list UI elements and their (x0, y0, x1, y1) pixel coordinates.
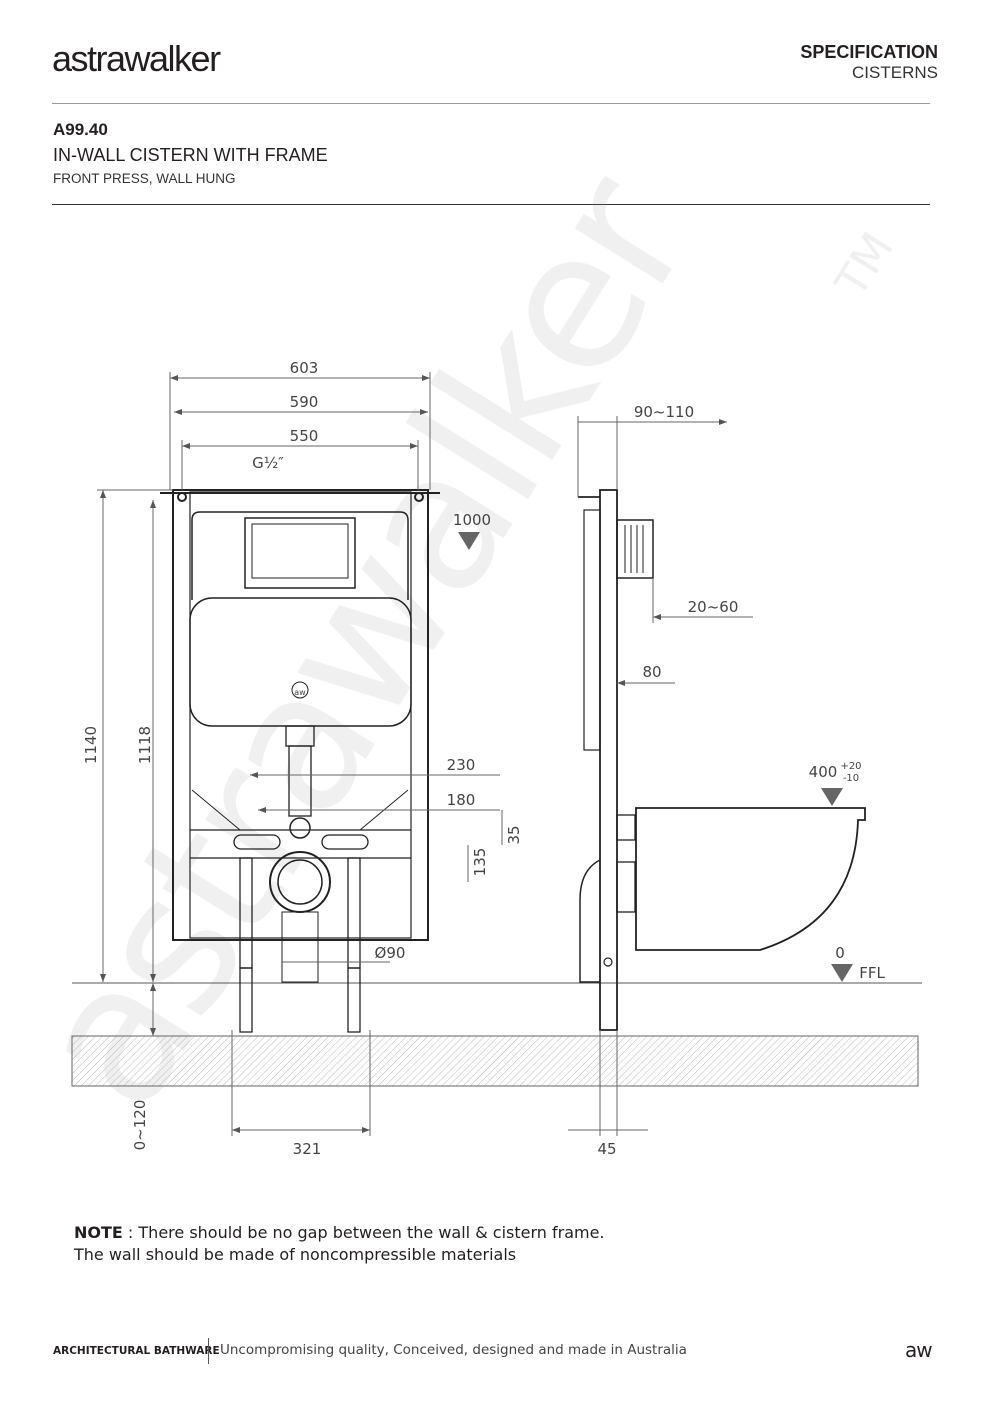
watermark: astrawalker TM (0, 138, 904, 1144)
floor-level-marker-icon (831, 964, 853, 982)
footer-divider (208, 1338, 209, 1364)
category-label: CISTERNS (852, 63, 938, 82)
note-label: NOTE (74, 1223, 123, 1242)
dim-floor-zero: 0 (835, 944, 845, 962)
dim-button: 20~60 (688, 598, 739, 616)
dim-pan-height: 400 (809, 763, 838, 781)
side-view (578, 489, 866, 1031)
front-view (160, 489, 440, 1033)
product-code: A99.40 (53, 120, 108, 139)
dim-80: 80 (642, 663, 661, 681)
product-title: IN-WALL CISTERN WITH FRAME (53, 145, 328, 165)
footer-tagline: Uncompromising quality, Conceived, desig… (220, 1342, 687, 1358)
ffl-label: FFL (859, 964, 885, 982)
section-label: SPECIFICATION (800, 42, 938, 62)
dim-leg-adjust: 0~120 (131, 1100, 149, 1151)
dim-1140: 1140 (82, 726, 100, 764)
side-dimensions (568, 416, 753, 1136)
dim-590: 590 (290, 393, 319, 411)
floor-slab (71, 1035, 919, 1087)
dim-45: 45 (597, 1140, 616, 1158)
dim-321: 321 (293, 1140, 322, 1158)
dim-pan-tol-plus: +20 (840, 761, 861, 772)
title-divider (52, 204, 930, 205)
dim-1000: 1000 (453, 511, 491, 529)
dim-230: 230 (447, 756, 476, 774)
svg-text:TM: TM (826, 224, 904, 307)
footer-left: ARCHITECTURAL BATHWARE (53, 1345, 220, 1357)
dim-pan-tol-minus: -10 (843, 773, 859, 784)
spec-heading: SPECIFICATION CISTERNS (800, 42, 938, 83)
note: NOTE : There should be no gap between th… (74, 1222, 605, 1266)
brand-logo: astrawalker (52, 38, 221, 79)
dim-outlet-diameter: Ø90 (375, 944, 406, 962)
dim-inlet: G½″ (252, 454, 284, 472)
header-divider (52, 103, 930, 104)
dim-603: 603 (290, 359, 319, 377)
dim-35: 35 (505, 825, 523, 844)
note-line-2: The wall should be made of noncompressib… (74, 1245, 517, 1264)
dim-depth: 90~110 (634, 403, 694, 421)
dim-180: 180 (447, 791, 476, 809)
cistern-logo: aw (294, 688, 306, 697)
svg-text:astrawalker: astrawalker (0, 138, 734, 1144)
front-dimensions (97, 372, 503, 1136)
dim-550: 550 (290, 427, 319, 445)
note-line-1: : There should be no gap between the wal… (122, 1223, 605, 1242)
footer-mark: aw (905, 1338, 933, 1362)
pan-level-marker-icon (821, 788, 843, 806)
product-subtitle: FRONT PRESS, WALL HUNG (53, 171, 236, 186)
dim-1118: 1118 (136, 726, 154, 764)
level-marker-icon (458, 532, 480, 550)
dim-135: 135 (471, 848, 489, 877)
